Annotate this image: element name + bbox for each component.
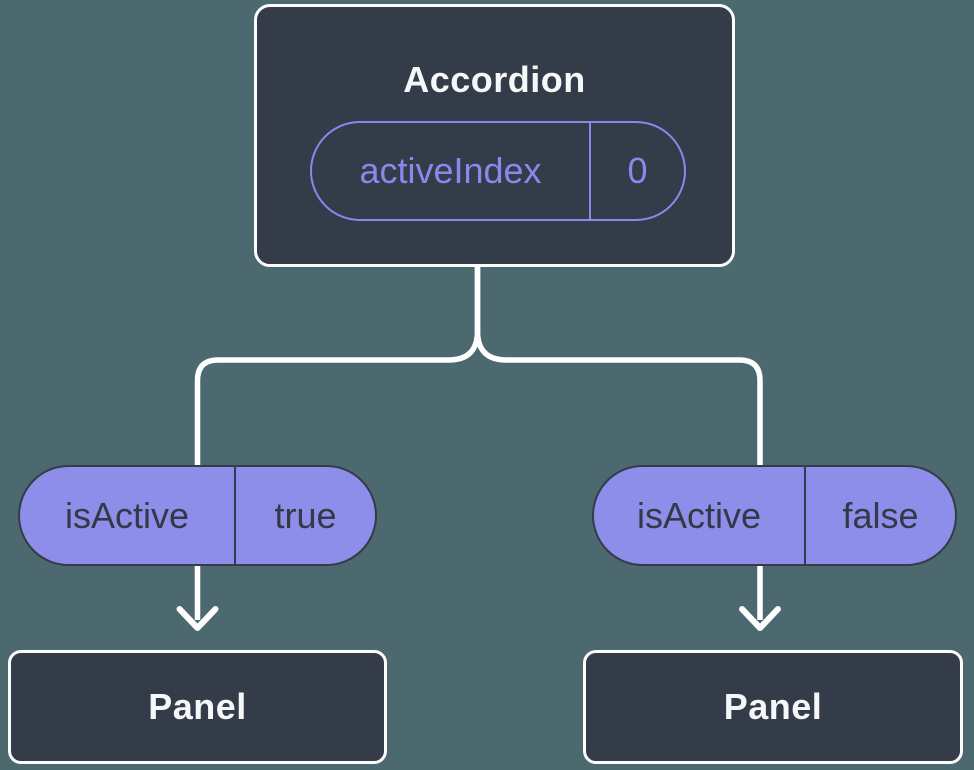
panel-node-left-title: Panel xyxy=(148,686,247,727)
prop-pill-left-label: isActive xyxy=(20,467,236,564)
prop-pill-right: isActive false xyxy=(592,465,957,566)
prop-pill-left-value: true xyxy=(274,494,337,536)
panel-node-right: Panel xyxy=(583,650,963,764)
accordion-node-title: Accordion xyxy=(403,59,586,100)
state-pill-label: activeIndex xyxy=(312,123,591,219)
arrow-down-icon-right xyxy=(739,606,781,631)
state-pill: activeIndex 0 xyxy=(310,121,686,221)
accordion-node: Accordion activeIndex 0 xyxy=(254,4,735,267)
arrow-down-icon-left xyxy=(176,606,219,631)
prop-pill-right-label: isActive xyxy=(594,467,806,564)
panel-node-left: Panel xyxy=(8,650,387,764)
state-pill-value: 0 xyxy=(627,150,648,191)
prop-pill-right-value: false xyxy=(842,494,919,536)
panel-node-right-title: Panel xyxy=(723,686,823,727)
prop-pill-left: isActive true xyxy=(18,465,377,566)
connector-branch-left xyxy=(194,266,481,620)
connector-branch-right xyxy=(474,266,763,620)
